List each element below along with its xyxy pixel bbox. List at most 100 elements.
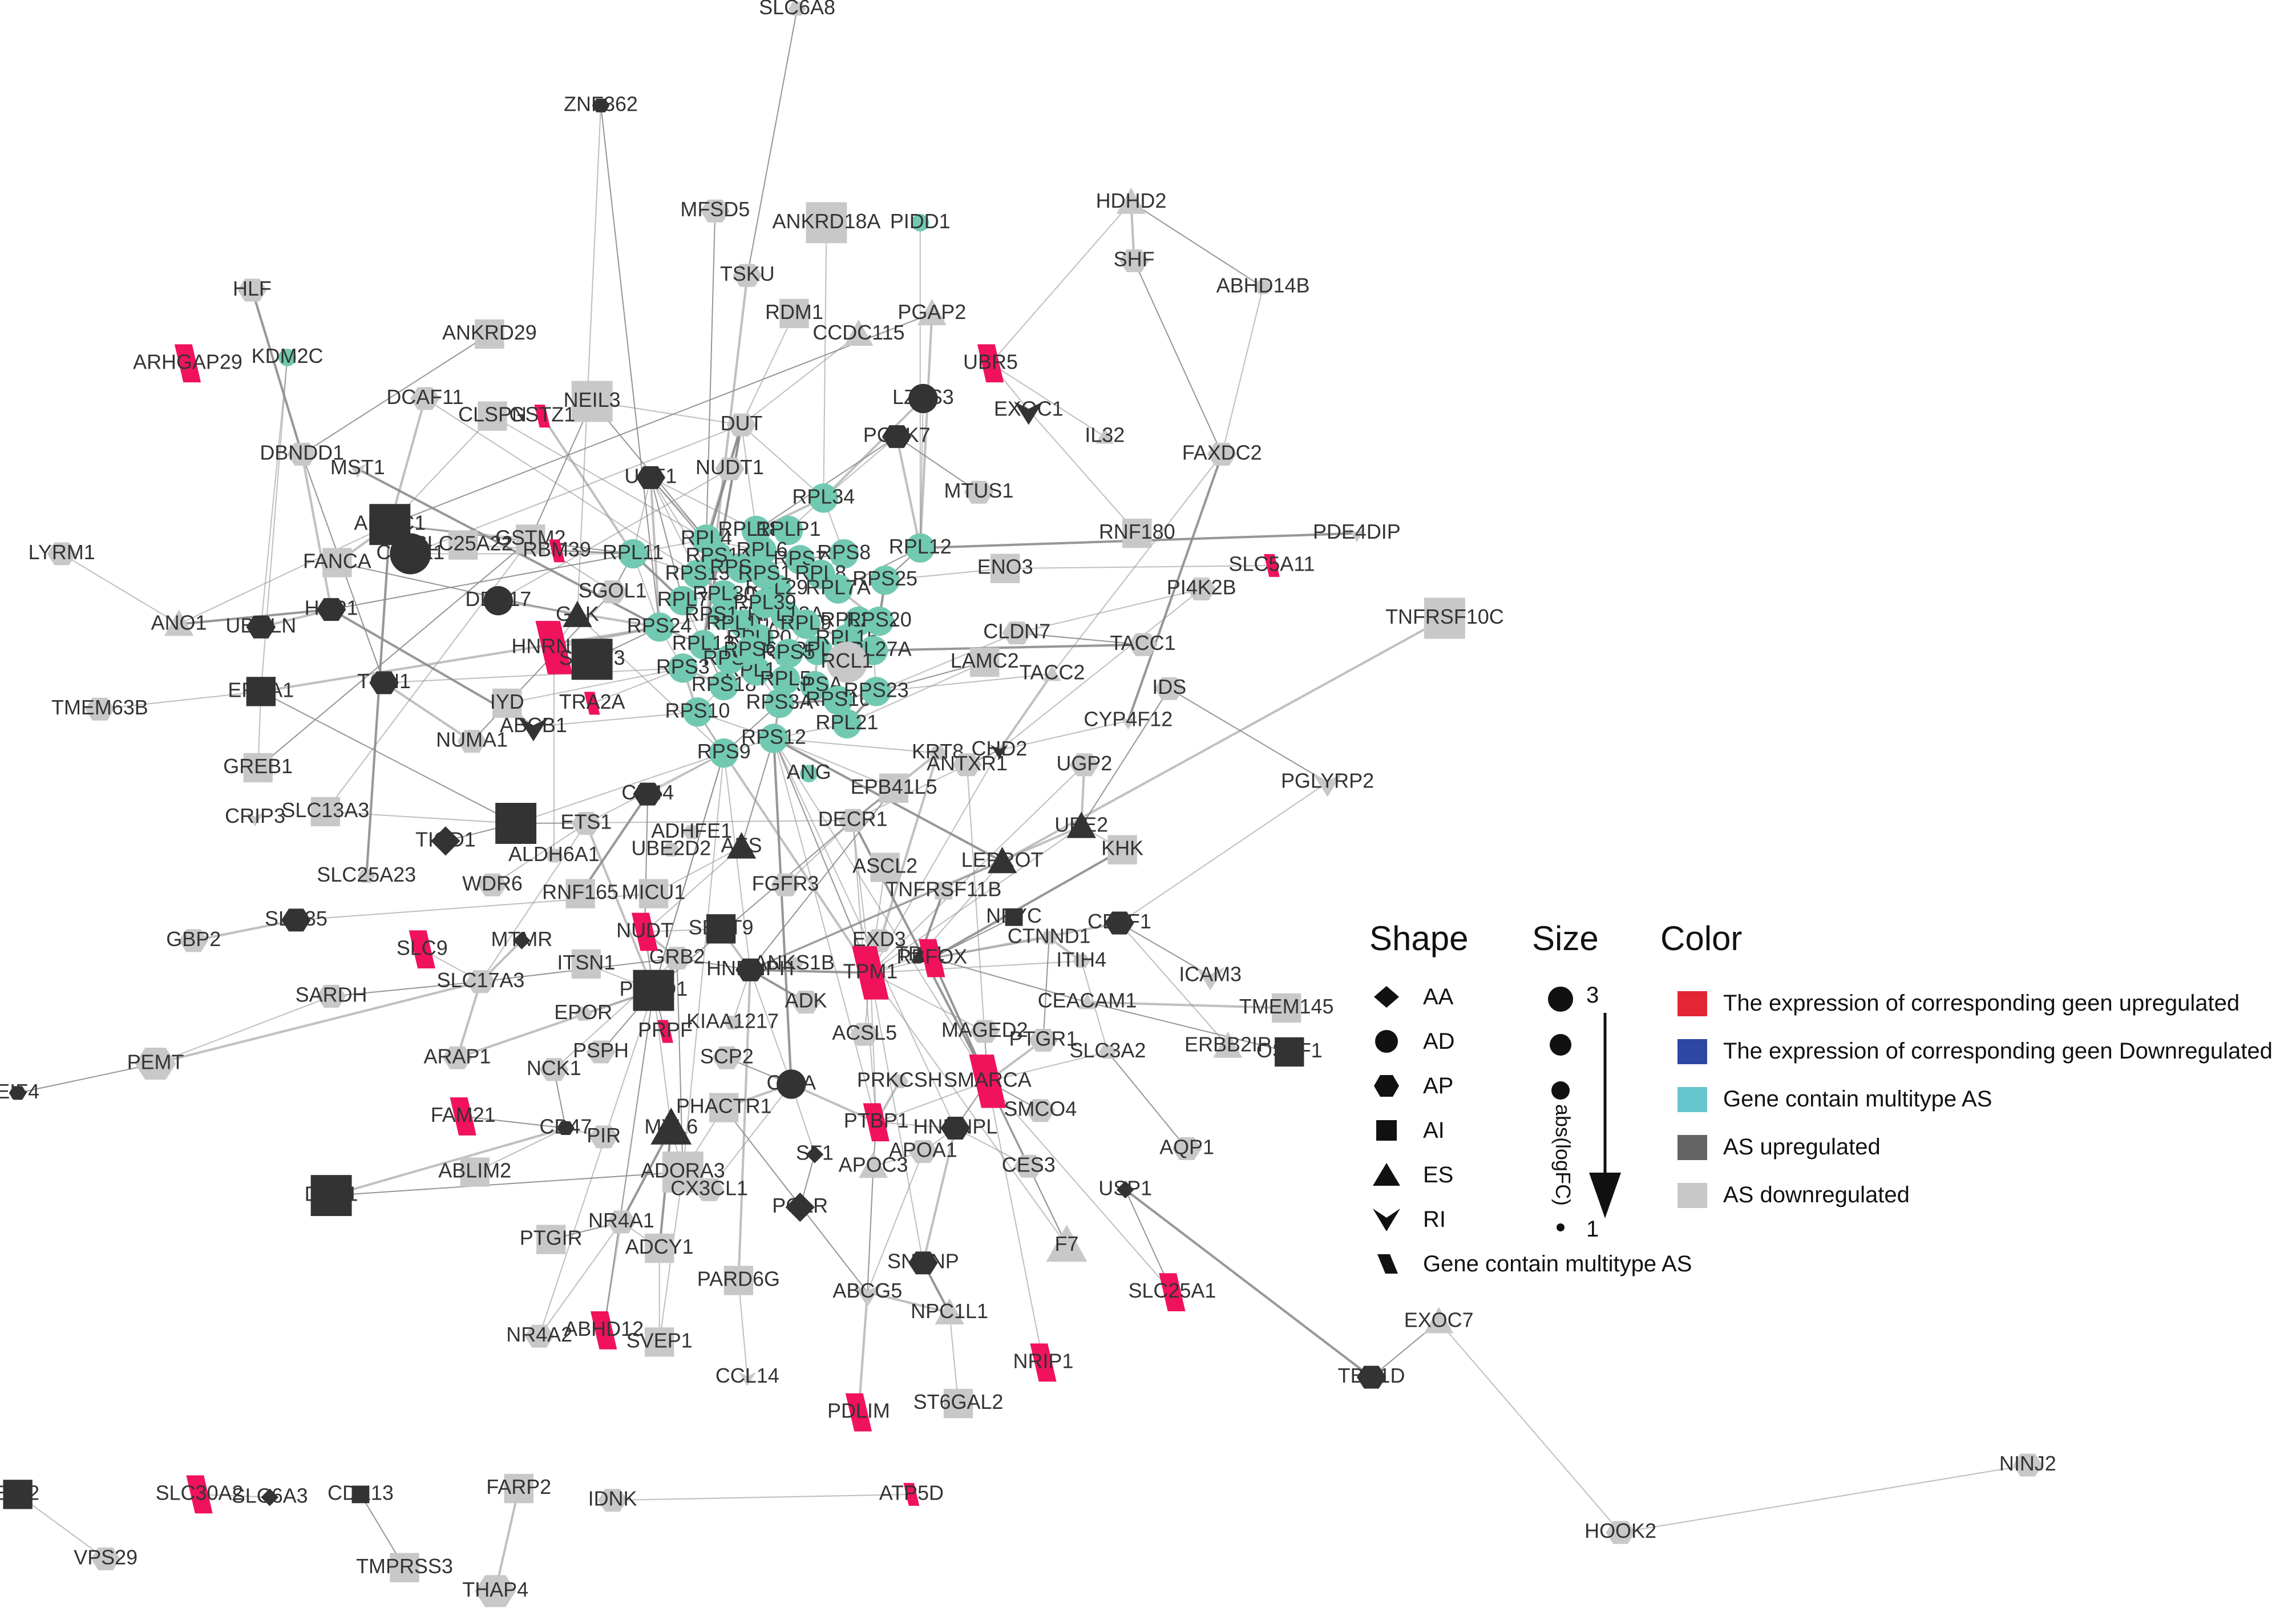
node-label: RBM39: [523, 538, 591, 561]
edge-SLC5A11-ENO3: [1005, 565, 1272, 569]
node-shape: [773, 639, 803, 668]
node-shape: [1072, 954, 1090, 968]
node-shape: [1271, 993, 1301, 1023]
node-shape: [475, 319, 504, 349]
shape-legend-item: AA: [1369, 983, 1453, 1011]
edge-NPC1L1-ST6GAL2: [949, 1312, 959, 1404]
node-label: CD47: [539, 1115, 592, 1138]
node-shape: [1069, 753, 1099, 777]
node-shape: [1116, 1181, 1134, 1199]
node-shape: [1275, 1037, 1304, 1067]
edge-LAMC2-RPL21: [846, 661, 985, 725]
node-RPS6: RPS6: [723, 636, 777, 665]
node-label: GBP2: [166, 927, 221, 951]
node-PTGIR: PTGIR: [520, 1225, 583, 1254]
node-shape: [969, 1055, 1006, 1108]
node-shape: [785, 957, 803, 971]
size-arrow-head: [1589, 1173, 1621, 1218]
node-shape: [278, 349, 296, 366]
node-shape: [917, 298, 947, 325]
edge-PARD6G-HNRNPH: [737, 969, 751, 1281]
color-swatch: [1677, 1039, 1707, 1064]
node-shape: [237, 278, 267, 302]
node-shape: [519, 718, 548, 742]
node-shape: [709, 738, 739, 768]
edge-LZTS3-RPL12: [919, 398, 924, 548]
node-MTMR: MTMR: [491, 927, 552, 951]
node-shape: [1154, 677, 1184, 700]
node-label: RPL34: [792, 484, 855, 508]
node-shape: [682, 825, 701, 839]
node-label: PIDD1: [890, 209, 951, 233]
node-label: PCBD1: [620, 977, 688, 1000]
node-label: CLDN7: [983, 620, 1050, 643]
node-label: ARHGAP29: [133, 350, 242, 373]
node-shape: [870, 565, 900, 595]
edge-CHD2-TPM1: [870, 750, 1000, 973]
node-PTBP1: PTBP1: [844, 1103, 909, 1142]
node-label: ADORA3: [641, 1159, 725, 1182]
node-TACC1: TACC1: [1110, 631, 1176, 656]
node-label: GAK: [556, 602, 599, 625]
node-ARHGAP29: ARHGAP29: [133, 344, 242, 383]
edge-RNF165-CD44: [579, 793, 649, 895]
shape-legend-item: Gene contain multitype AS: [1369, 1250, 1692, 1278]
node-MICU1: MICU1: [622, 879, 685, 908]
node-XIAA121: KIAA1217: [686, 1009, 779, 1033]
node-shape: [964, 480, 994, 504]
node-shape: [442, 1046, 472, 1069]
node-shape: [977, 344, 1004, 383]
edge-FGFR3-DECR1: [785, 820, 854, 886]
edge-IDS-UBE2: [1081, 688, 1170, 827]
edge-WDR6-ETS1: [492, 823, 587, 886]
node-label: F7: [1055, 1232, 1079, 1255]
node-UPF1: UPF1: [624, 464, 677, 490]
edge-DLG1-CD47: [331, 1127, 566, 1197]
edge-PDLIM-ABCG5: [857, 1292, 869, 1413]
edge-F7-TPM1: [870, 972, 1068, 1246]
node-label: RCL1: [820, 649, 873, 672]
node-label: CES3: [1002, 1153, 1056, 1176]
triangle-icon: [1373, 1163, 1400, 1186]
node-THAP4: THAP4: [462, 1575, 528, 1607]
node-label: PTGIR: [520, 1226, 583, 1250]
node-DLG1: DLG1: [305, 1175, 358, 1217]
edge-NRIP1-SMARCA: [987, 1081, 1044, 1363]
node-shape: [838, 809, 868, 832]
node-HNRNPH: HNRNPH: [706, 956, 794, 981]
node-MYL6: MYL6: [644, 1108, 698, 1145]
edge-RPS9-PCBD1: [653, 753, 725, 991]
node-shape: [287, 442, 317, 466]
node-label: RPL6: [736, 538, 787, 561]
node-shape: [747, 536, 777, 566]
node-label: ADK: [785, 989, 827, 1012]
node-label: NUMA1: [436, 728, 508, 752]
node-shape: [911, 213, 929, 232]
edge-PCSK7-RPL34: [823, 436, 898, 499]
edge-IL32-UBR5: [990, 362, 1105, 437]
node-label: TIGD1: [415, 827, 476, 851]
node-TMEM63B: TMEM63B: [51, 696, 148, 721]
shape-legend-item: AD: [1369, 1027, 1455, 1056]
edge-EXOC7-HOOK2: [1438, 1321, 1621, 1533]
node-shape: [703, 542, 733, 572]
edge-ABCG5-APOC3: [867, 1166, 874, 1292]
node-RPL30: RPL30: [693, 580, 755, 610]
node-VPS29: VPS29: [74, 1545, 138, 1570]
node-label: CCL14: [716, 1364, 779, 1387]
node-label: SLC9: [397, 936, 448, 959]
node-label: NR4A2: [506, 1323, 572, 1346]
node-label: RPL39: [734, 590, 797, 613]
node-ALDH6A1: ALDH6A1: [508, 842, 600, 866]
color-legend-label: The expression of corresponding geen Dow…: [1723, 1039, 2273, 1064]
shape-legend-label: AD: [1423, 1028, 1455, 1054]
node-label: ADCY1: [625, 1235, 694, 1258]
node-RPS24: RPS24: [627, 612, 692, 642]
node-shape: [1005, 908, 1023, 926]
shape-legend-item: AP: [1369, 1072, 1453, 1100]
node-PCBD1: PCBD1: [620, 969, 688, 1011]
node-MTUS1: MTUS1: [944, 479, 1013, 504]
node-shape: [773, 515, 803, 546]
edge-GREB1-GSTM2: [257, 539, 531, 769]
node-ERBB2IP: ERBB2IP: [1185, 1031, 1271, 1058]
